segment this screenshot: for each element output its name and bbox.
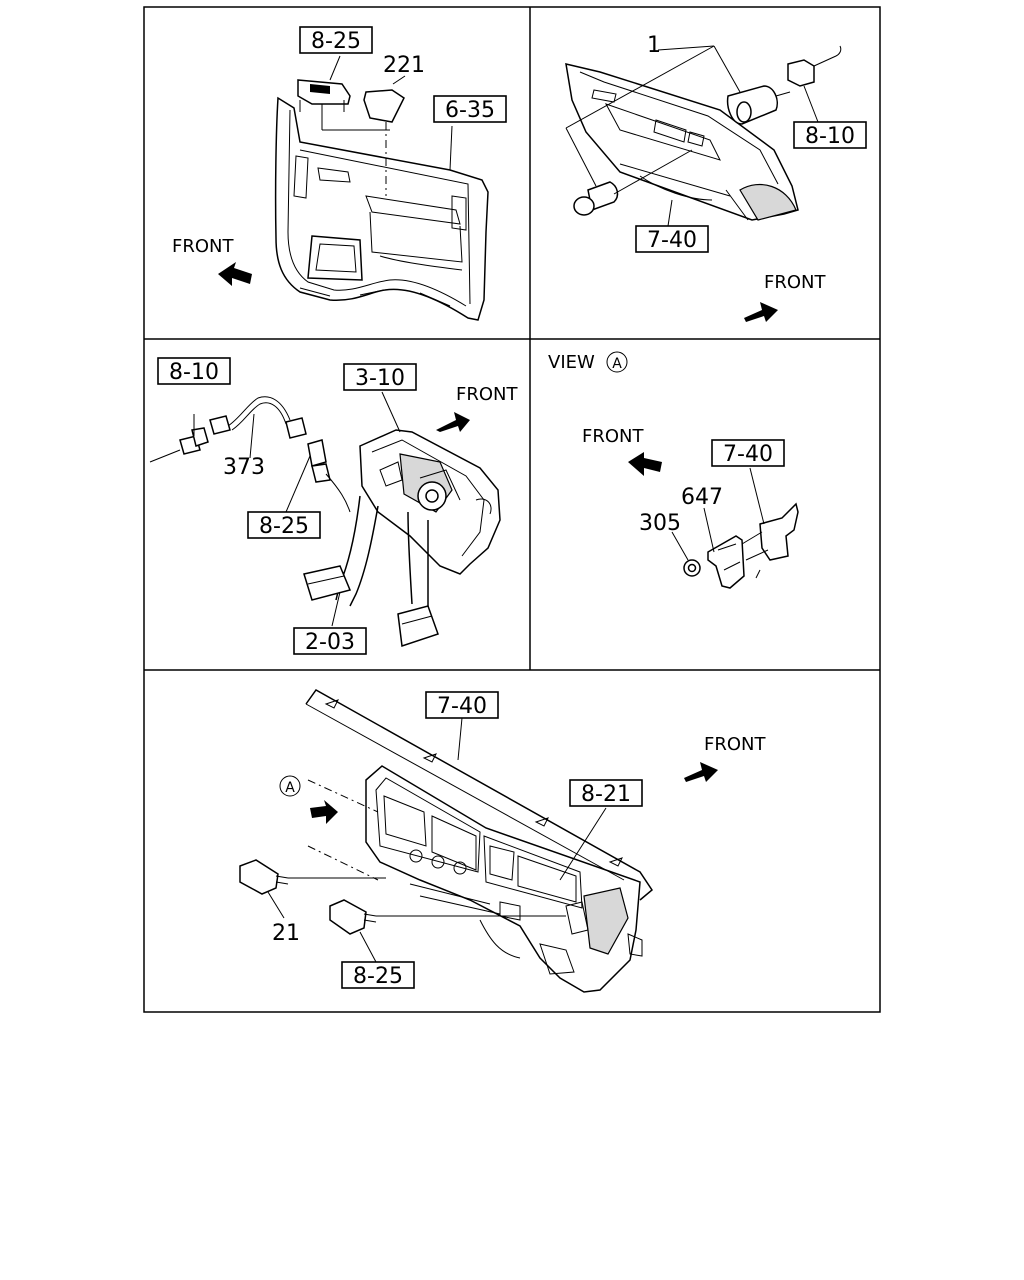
- front-arrow-icon: [218, 262, 252, 286]
- label-bracket-647: 647: [681, 485, 723, 510]
- front-arrow-icon: [744, 302, 778, 322]
- view-title: VIEW: [548, 352, 595, 373]
- view-arrow-icon: [310, 800, 338, 824]
- label-panel-7-40: 7-40: [647, 228, 697, 253]
- label-pedal-2-03: 2-03: [305, 630, 355, 655]
- front-arrow-icon: [684, 762, 718, 782]
- panel-view-a: VIEW A FRONT 7-40 647 305: [548, 351, 799, 589]
- panel-frame: [143, 6, 881, 1013]
- front-arrow-icon: [628, 452, 662, 476]
- label-switch-8-25: 8-25: [259, 514, 309, 539]
- label-item-1: 1: [647, 33, 661, 58]
- label-harness-373: 373: [223, 455, 265, 480]
- view-marker: A: [285, 780, 295, 796]
- front-arrow-icon: [436, 412, 470, 432]
- front-label: FRONT: [172, 236, 234, 257]
- label-bracket-3-10: 3-10: [355, 366, 405, 391]
- circle-a-icon: [606, 351, 628, 373]
- label-wire-8-10: 8-10: [805, 124, 855, 149]
- panel-dashboard: 7-40 8-21 21 8-25 A FRONT: [239, 689, 766, 993]
- label-panel-7-40: 7-40: [723, 442, 773, 467]
- circle-a-icon: [279, 775, 301, 797]
- label-panel-7-40: 7-40: [437, 694, 487, 719]
- label-switch-ref-8-25: 8-25: [353, 964, 403, 989]
- label-switch-8-25: 8-25: [311, 29, 361, 54]
- label-switch-21: 21: [272, 921, 300, 946]
- front-label: FRONT: [704, 734, 766, 755]
- front-label: FRONT: [764, 272, 826, 293]
- panel-ceiling-console: 1 8-10 7-40 FRONT: [565, 33, 867, 322]
- panel-door-trim: 8-25 221 6-35 FRONT: [172, 26, 507, 321]
- front-label: FRONT: [456, 384, 518, 405]
- label-meter-8-21: 8-21: [581, 782, 631, 807]
- label-nut-305: 305: [639, 511, 681, 536]
- view-marker: A: [612, 356, 622, 372]
- label-trim-6-35: 6-35: [445, 98, 495, 123]
- panel-pedal-bracket: 8-10 373 8-25 3-10 2-03 FRONT: [149, 357, 518, 655]
- label-cover-221: 221: [383, 53, 425, 78]
- label-harness-ref-8-10: 8-10: [169, 360, 219, 385]
- front-label: FRONT: [582, 426, 644, 447]
